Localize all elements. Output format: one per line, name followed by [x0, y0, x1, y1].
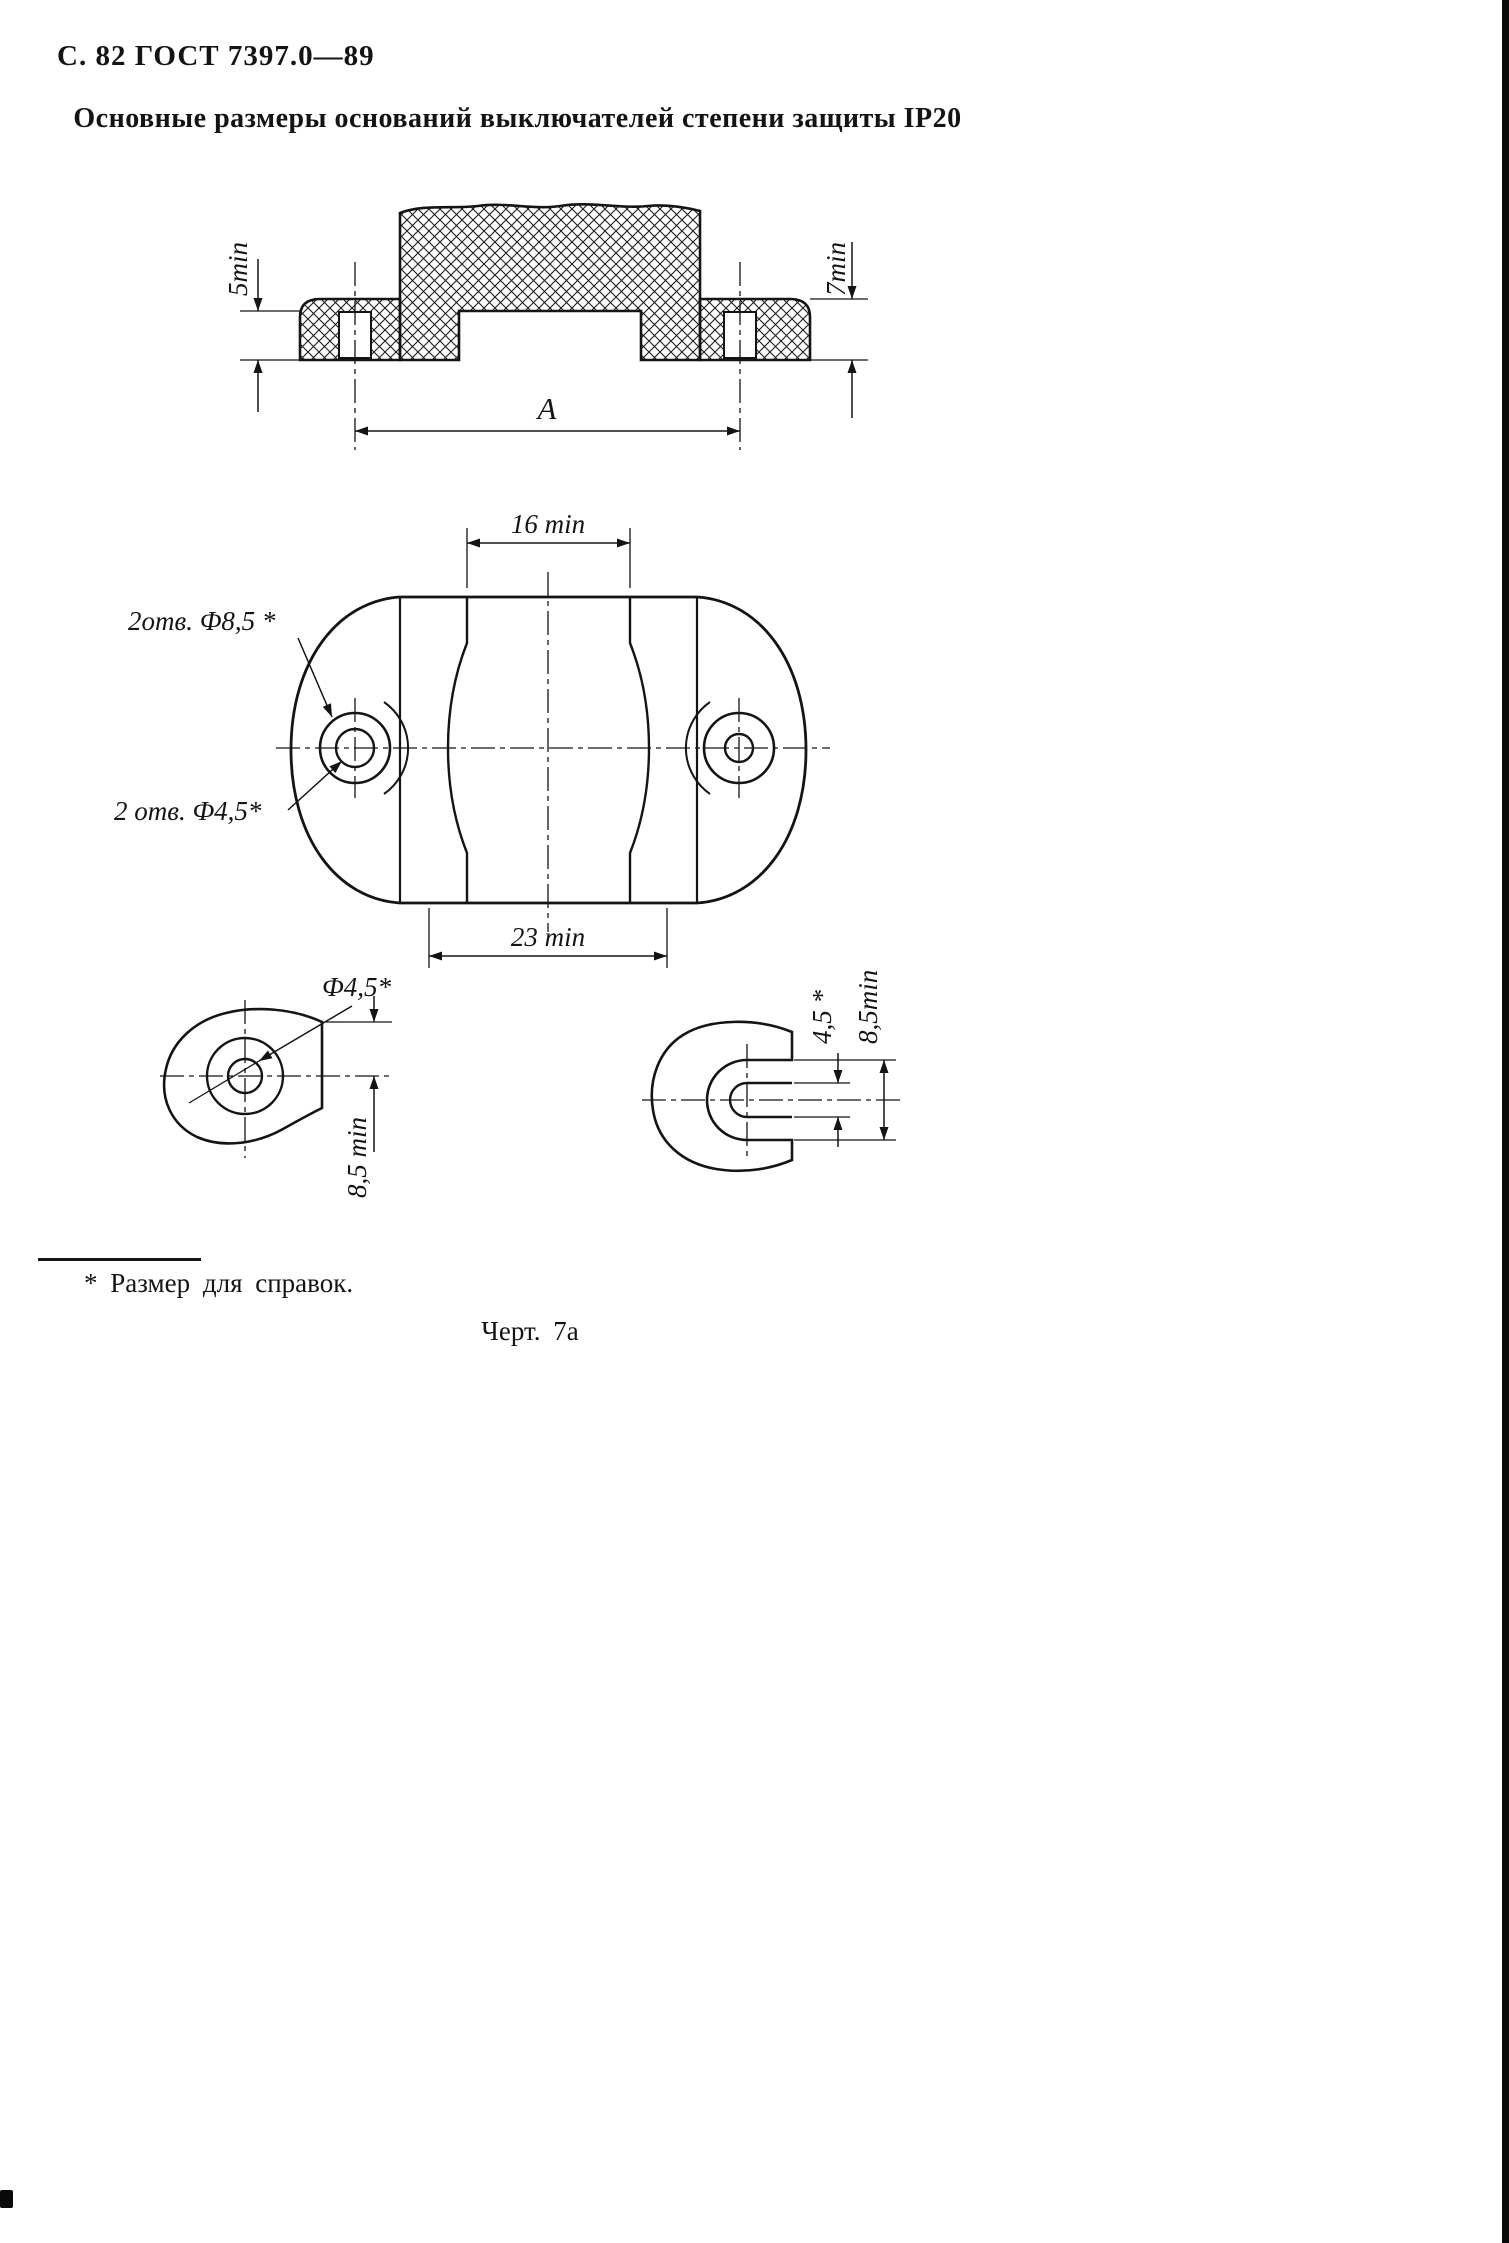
dim-label-a: А — [536, 391, 558, 426]
detail-right-view: 4,5 * 8,5min — [642, 970, 900, 1173]
footnote: * Размер для справок. — [84, 1268, 354, 1298]
plan-view: 16 min 23 min 2отв. Ф8,5 * 2 отв. Ф4,5* — [114, 509, 830, 968]
figure-caption: Черт. 7а — [481, 1316, 579, 1346]
dim-label-7min: 7min — [821, 242, 851, 296]
dim-label-23min: 23 min — [511, 922, 585, 952]
leader-tail — [188, 1060, 260, 1104]
scan-edge — [1502, 0, 1509, 2243]
plan-slot-outline — [628, 597, 651, 903]
section-view: А 5min 7min — [223, 203, 868, 450]
dim-label-8-5min: 8,5 min — [342, 1117, 372, 1198]
label-holes-8-5: 2отв. Ф8,5 * — [128, 606, 276, 636]
section-body-outline — [398, 203, 702, 362]
scan-smudge — [0, 2190, 13, 2208]
label-holes-4-5: 2 отв. Ф4,5* — [114, 796, 262, 826]
leader-line — [287, 760, 343, 811]
dim-label-16min: 16 min — [511, 509, 585, 539]
dim-label-4-5: 4,5 * — [807, 990, 837, 1045]
dim-label-5min: 5min — [223, 242, 253, 296]
leader-line — [297, 637, 333, 718]
page-title: Основные размеры оснований выключателей … — [73, 103, 962, 134]
dim-label-dia-4-5: Ф4,5* — [322, 972, 391, 1002]
leader-line — [258, 1005, 353, 1062]
detail-outline — [162, 1007, 324, 1145]
detail-outline — [650, 1020, 794, 1173]
detail-left-view: Ф4,5* 8,5 min — [160, 972, 392, 1198]
footnote-rule — [38, 1258, 201, 1261]
plan-slot-outline — [446, 597, 469, 903]
page-header: С. 82 ГОСТ 7397.0—89 — [57, 40, 375, 72]
dim-label-8-5min: 8,5min — [853, 970, 883, 1044]
